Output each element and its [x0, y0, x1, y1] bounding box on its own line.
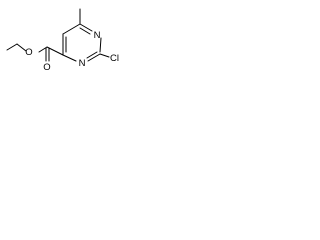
atom-label-ring-nitrogen-lower: N	[79, 58, 86, 69]
bond-c6-n1-inner	[79, 27, 91, 35]
structure-canvas: O O N N Cl	[0, 0, 130, 88]
atom-label-carbonyl-oxygen: O	[43, 62, 50, 73]
bond-c5-c6	[62, 23, 81, 35]
bond-ch2-o	[16, 43, 27, 52]
bond-c2-cl	[99, 53, 110, 58]
bond-c6-n1	[79, 23, 93, 32]
atom-label-ether-oxygen: O	[25, 47, 32, 58]
bond-c2-n3-inner	[86, 51, 98, 59]
bond-c2-n3	[87, 53, 101, 62]
bond-n3-c4	[62, 54, 77, 62]
bond-n1-c2	[99, 37, 102, 53]
atom-label-ring-nitrogen-upper: N	[94, 30, 101, 41]
atom-label-chlorine: Cl	[110, 53, 119, 64]
molecule-structure: O O N N Cl	[6, 8, 119, 73]
bond-carbonyl-ring	[46, 46, 64, 56]
bond-ethyl-ch3-ch2	[6, 43, 18, 51]
